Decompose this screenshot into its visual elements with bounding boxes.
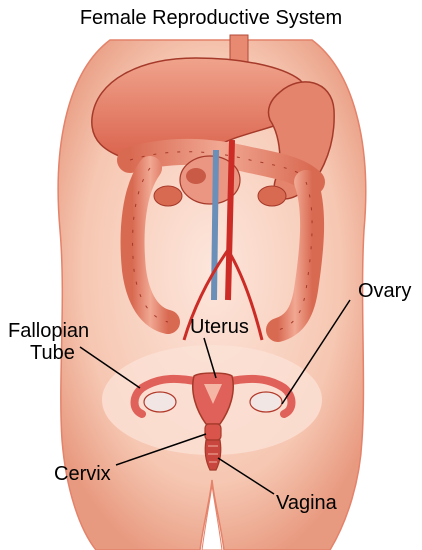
- aorta: [228, 140, 232, 300]
- diagram-title: Female Reproductive System: [0, 7, 422, 30]
- vena-cava: [214, 150, 216, 300]
- right-kidney: [258, 186, 286, 206]
- label-fallopian-line1: Fallopian: [8, 320, 89, 342]
- cervix-shape: [205, 424, 221, 440]
- ovary-right: [250, 392, 282, 412]
- label-ovary: Ovary: [358, 280, 411, 302]
- ovary-left: [144, 392, 176, 412]
- label-uterus: Uterus: [190, 316, 249, 338]
- label-cervix: Cervix: [54, 463, 111, 485]
- label-fallopian-line2: Tube: [30, 342, 75, 364]
- vagina-shape: [205, 440, 221, 470]
- intestine-loop: [186, 168, 206, 184]
- label-vagina: Vagina: [276, 492, 337, 514]
- left-kidney: [154, 186, 182, 206]
